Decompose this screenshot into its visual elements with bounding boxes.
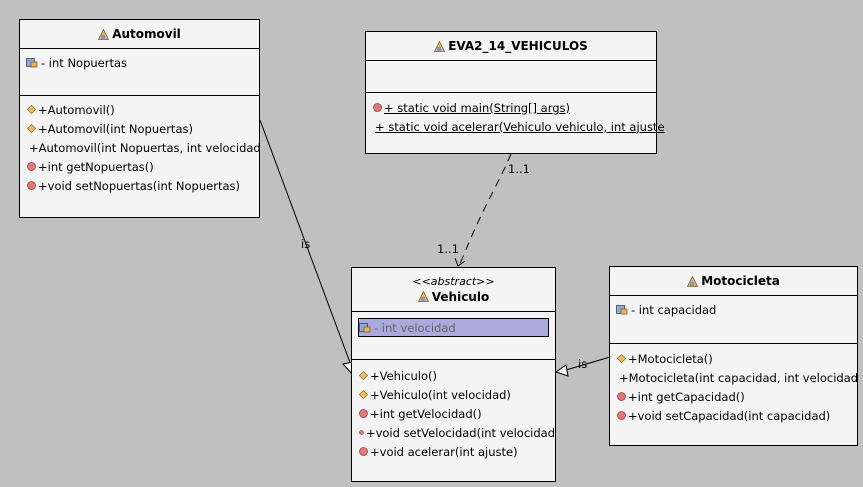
class-icon <box>417 291 429 302</box>
class-vehiculo[interactable]: <<abstract>> Vehiculo - int velocidad +V… <box>351 267 556 482</box>
methods-section: + static void main(String[] args) + stat… <box>366 93 665 136</box>
method-text: +Vehiculo(int velocidad) <box>370 387 511 402</box>
method-row[interactable]: +int getNopuertas() <box>26 157 259 176</box>
public-method-icon <box>27 105 36 114</box>
method-icon <box>27 162 36 171</box>
method-icon <box>359 409 368 418</box>
methods-section: +Vehiculo() +Vehiculo(int velocidad) +in… <box>352 360 555 461</box>
method-text: +int getNopuertas() <box>38 159 154 174</box>
method-row[interactable]: +Vehiculo(int velocidad) <box>358 385 555 404</box>
class-name: Vehiculo <box>431 289 490 304</box>
class-name: Automovil <box>112 27 181 41</box>
class-automovil[interactable]: Automovil - int Nopuertas +Automovil() +… <box>19 19 261 218</box>
stereotype-label: <<abstract>> <box>412 274 495 288</box>
class-icon <box>434 40 446 52</box>
automovil-is-label: is <box>301 237 311 251</box>
class-header: Motocicleta <box>610 267 857 296</box>
class-header: Automovil <box>20 20 259 49</box>
attribute-row[interactable]: - int Nopuertas <box>26 53 259 72</box>
method-text: +Vehiculo() <box>370 368 437 383</box>
motocicleta-inheritance-arrowhead <box>554 364 569 377</box>
attribute-text: - int velocidad <box>374 320 456 335</box>
methods-section: +Motocicleta() +Motocicleta(int capacida… <box>610 344 859 425</box>
attributes-section: - int velocidad <box>352 312 555 360</box>
method-row[interactable]: +Automovil(int Nopuertas, int velocidad <box>26 138 261 157</box>
public-method-icon <box>359 390 368 399</box>
main-vehiculo-association[interactable] <box>458 153 512 267</box>
method-text: +void setVelocidad(int velocidad <box>365 425 555 440</box>
field-icon <box>26 57 38 67</box>
public-method-icon <box>359 371 368 380</box>
attribute-text: - int capacidad <box>631 302 717 317</box>
methods-section: +Automovil() +Automovil(int Nopuertas) +… <box>20 96 261 195</box>
method-text: +Automovil() <box>38 102 115 117</box>
attributes-section <box>366 61 656 93</box>
class-name: Motocicleta <box>701 274 780 288</box>
method-row[interactable]: +void acelerar(int ajuste) <box>358 442 555 461</box>
class-icon <box>687 275 699 287</box>
class-eva2-14-vehiculos[interactable]: EVA2_14_VEHICULOS + static void main(Str… <box>365 31 665 154</box>
method-row[interactable]: +void setNopuertas(int Nopuertas) <box>26 176 259 195</box>
public-method-icon <box>617 354 626 363</box>
method-row[interactable]: +void setCapacidad(int capacidad) <box>616 406 857 425</box>
method-icon <box>359 447 368 456</box>
method-text: +void acelerar(int ajuste) <box>370 444 518 459</box>
method-row[interactable]: +void setVelocidad(int velocidad <box>358 423 555 442</box>
method-text: +int getVelocidad() <box>370 406 482 421</box>
method-icon <box>359 430 364 435</box>
class-header: EVA2_14_VEHICULOS <box>366 32 656 61</box>
method-text: +void setNopuertas(int Nopuertas) <box>38 178 240 193</box>
attributes-section: - int Nopuertas <box>20 49 259 96</box>
method-row[interactable]: +Vehiculo() <box>358 366 555 385</box>
class-name: EVA2_14_VEHICULOS <box>448 39 588 53</box>
attribute-text: - int Nopuertas <box>41 55 128 70</box>
assoc-target-multiplicity: 1..1 <box>437 242 459 256</box>
association-arrowhead <box>454 257 466 267</box>
method-text: +int getCapacidad() <box>628 389 745 404</box>
motocicleta-inheritance-line[interactable] <box>565 356 611 371</box>
method-row[interactable]: +int getVelocidad() <box>358 404 555 423</box>
motocicleta-is-label: is <box>578 357 588 371</box>
method-text: +Automovil(int Nopuertas) <box>38 121 193 136</box>
method-row[interactable]: + static void main(String[] args) <box>372 98 656 117</box>
class-header: <<abstract>> Vehiculo <box>352 268 555 312</box>
method-row[interactable]: +Automovil(int Nopuertas) <box>26 119 259 138</box>
method-icon <box>27 181 36 190</box>
method-row[interactable]: +int getCapacidad() <box>616 387 857 406</box>
field-icon <box>616 304 628 314</box>
method-row[interactable]: +Motocicleta(int capacidad, int velocida… <box>616 368 859 387</box>
attributes-section: - int capacidad <box>610 296 857 344</box>
attribute-row-selected[interactable]: - int velocidad <box>358 318 549 337</box>
class-icon <box>98 28 110 40</box>
method-text: +Motocicleta() <box>628 351 713 366</box>
method-row[interactable]: +Automovil() <box>26 100 259 119</box>
automovil-inheritance-line[interactable] <box>259 119 353 369</box>
method-text: +Automovil(int Nopuertas, int velocidad <box>29 140 261 155</box>
public-method-icon <box>27 124 36 133</box>
field-icon <box>359 322 371 332</box>
class-motocicleta[interactable]: Motocicleta - int capacidad +Motocicleta… <box>609 266 858 446</box>
method-row[interactable]: + static void acelerar(Vehiculo vehiculo… <box>372 117 665 136</box>
method-text: +void setCapacidad(int capacidad) <box>628 408 831 423</box>
method-row[interactable]: +Motocicleta() <box>616 349 857 368</box>
method-icon <box>617 392 626 401</box>
method-text: + static void main(String[] args) <box>384 100 571 115</box>
assoc-source-multiplicity: 1..1 <box>508 162 530 176</box>
method-icon <box>373 103 382 112</box>
method-icon <box>617 411 626 420</box>
method-text: + static void acelerar(Vehiculo vehiculo… <box>375 119 665 134</box>
method-text: +Motocicleta(int capacidad, int velocida… <box>619 370 859 385</box>
attribute-row[interactable]: - int capacidad <box>616 300 857 319</box>
